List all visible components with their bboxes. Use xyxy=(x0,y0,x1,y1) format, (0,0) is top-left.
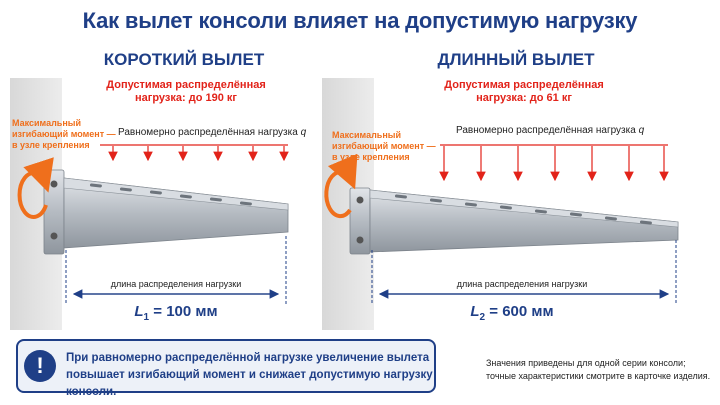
load-arrows xyxy=(439,146,669,182)
notice-box: ! При равномерно распределённой нагрузке… xyxy=(16,339,436,398)
notice-text: При равномерно распределённой нагрузке у… xyxy=(66,352,433,398)
right-length-label: длина распределения нагрузки xyxy=(456,279,588,289)
right-panel-heading: ДЛИННЫЙ ВЫЛЕТ xyxy=(437,50,595,69)
exclamation-icon: ! xyxy=(24,350,56,382)
right-allowed-load: Допустимая распределённая нагрузка: до 6… xyxy=(444,79,604,104)
bracket-short xyxy=(43,169,289,255)
right-uniform-load-label: Равномерно распределённая нагрузка q xyxy=(456,125,645,136)
bracket-long xyxy=(349,187,679,255)
left-panel-art xyxy=(10,78,289,330)
right-dimension: L2 = 600 мм xyxy=(470,303,554,323)
moment-arrow-icon xyxy=(324,153,358,219)
left-moment-note: Максимальный изгибающий момент — в узле … xyxy=(12,118,116,150)
left-panel-heading: КОРОТКИЙ ВЫЛЕТ xyxy=(103,50,265,69)
footnote: Значения приведены для одной серии консо… xyxy=(486,358,711,381)
load-arrows xyxy=(108,146,289,162)
left-uniform-load-label: Равномерно распределённая нагрузка q xyxy=(118,127,307,138)
page-title: Как вылет консоли влияет на допустимую н… xyxy=(82,8,638,33)
left-length-label: длина распределения нагрузки xyxy=(110,279,242,289)
left-dimension: L1 = 100 мм xyxy=(134,303,218,323)
right-moment-note: Максимальный изгибающий момент — в узле … xyxy=(332,130,436,162)
right-panel-art xyxy=(322,78,679,330)
moment-arrow-icon xyxy=(17,157,54,219)
left-allowed-load: Допустимая распределённая нагрузка: до 1… xyxy=(106,79,266,104)
